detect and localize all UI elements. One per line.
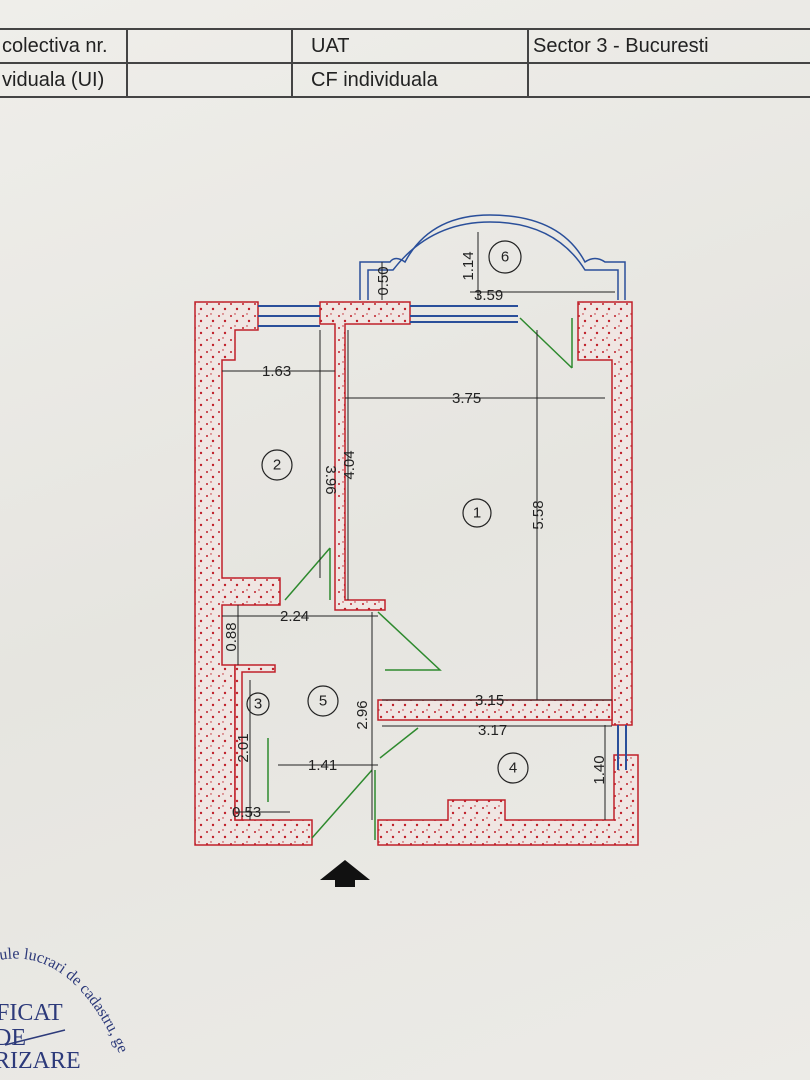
right-lower-wall xyxy=(377,754,639,846)
stamp-line: DE xyxy=(0,1025,26,1051)
dim-label: 1.63 xyxy=(262,363,291,380)
header-table: colectiva nr. UAT Sector 3 - Bucuresti v… xyxy=(0,28,810,98)
wc-wall xyxy=(234,664,276,821)
room-number-2: 2 xyxy=(273,457,281,474)
room-markers xyxy=(246,240,529,784)
dim-label: 0.88 xyxy=(223,622,240,651)
top-middle-wall xyxy=(319,301,411,611)
header-cell: viduala (UI) xyxy=(0,62,128,98)
balcony xyxy=(359,214,626,300)
stamp-line: FICAT xyxy=(0,1000,63,1026)
dim-label: 4.04 xyxy=(341,450,358,479)
header-cell xyxy=(527,62,810,98)
window-room-1 xyxy=(410,305,518,323)
room-number-5: 5 xyxy=(319,693,327,710)
dim-label: 0.53 xyxy=(232,804,261,821)
stamp-line: RIZARE xyxy=(0,1048,81,1074)
dim-label: 3.59 xyxy=(474,287,503,304)
header-cell: Sector 3 - Bucuresti xyxy=(527,28,810,64)
dim-label: 1.40 xyxy=(591,755,608,784)
dim-label: 3.17 xyxy=(478,722,507,739)
dim-label: 1.41 xyxy=(308,757,337,774)
header-cell xyxy=(126,28,293,64)
window-room-2 xyxy=(258,305,320,327)
entrance-arrow-icon xyxy=(320,860,370,887)
walls xyxy=(194,301,639,846)
dim-label: 2.96 xyxy=(354,700,371,729)
dimension-lines xyxy=(222,232,615,820)
dim-label: 1.14 xyxy=(460,251,477,280)
left-wall xyxy=(194,301,313,846)
header-cell: UAT xyxy=(291,28,529,64)
dim-label: 3.75 xyxy=(452,390,481,407)
room-number-6: 6 xyxy=(501,249,509,266)
doors xyxy=(267,317,573,840)
header-cell: CF individuala xyxy=(291,62,529,98)
room-number-3: 3 xyxy=(254,696,262,713)
dim-label: 2.24 xyxy=(280,608,309,625)
dim-label: 5.58 xyxy=(530,500,547,529)
room-number-1: 1 xyxy=(473,505,481,522)
header-row: colectiva nr. UAT Sector 3 - Bucuresti xyxy=(0,28,810,64)
right-wall xyxy=(577,301,633,726)
header-row: viduala (UI) CF individuala xyxy=(0,62,810,98)
dimension-labels: 1.63 3.96 4.04 3.75 5.58 0.50 1.14 3.59 … xyxy=(223,251,608,821)
windows xyxy=(258,305,627,770)
dim-label: 2.01 xyxy=(235,733,252,762)
dim-label: 3.96 xyxy=(322,465,339,494)
header-cell: colectiva nr. xyxy=(0,28,128,64)
room-number-4: 4 xyxy=(509,760,517,777)
window-room-4 xyxy=(617,725,627,770)
stamp: ule lucrari de cadastru, ge FICAT DE RIZ… xyxy=(0,945,131,1074)
dim-label: 0.50 xyxy=(375,266,392,295)
header-cell xyxy=(126,62,293,98)
dim-label: 3.15 xyxy=(475,692,504,709)
